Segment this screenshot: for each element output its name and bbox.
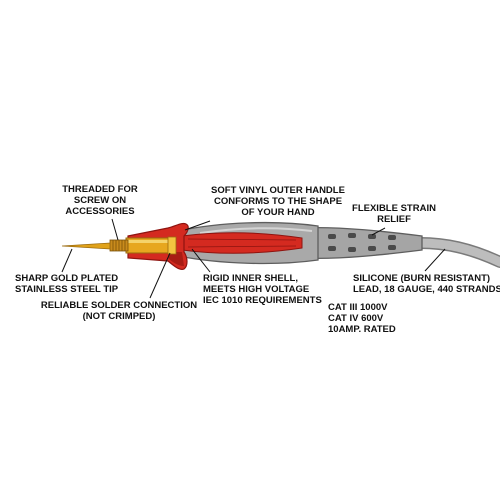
solder-band — [167, 236, 177, 255]
label-line: SILICONE (BURN RESISTANT) — [353, 273, 490, 284]
label-line: SOFT VINYL OUTER HANDLE — [211, 185, 345, 196]
label-silicone: SILICONE (BURN RESISTANT)LEAD, 18 GAUGE,… — [353, 273, 500, 295]
label-line: RIGID INNER SHELL, — [203, 273, 298, 284]
label-line: CAT IV 600V — [328, 313, 384, 324]
leader-rigid-shell — [191, 248, 211, 273]
label-line: RELIEF — [377, 214, 411, 225]
label-line: LEAD, 18 GAUGE, 440 STRANDS — [353, 284, 500, 295]
label-line: STAINLESS STEEL TIP — [15, 284, 119, 295]
label-line: 10AMP. RATED — [328, 324, 396, 335]
handle-highlight — [199, 227, 313, 234]
label-line: SHARP GOLD PLATED — [15, 273, 118, 284]
label-line: (NOT CRIMPED) — [83, 311, 156, 322]
leader-solder — [149, 252, 171, 299]
inner-shell-line-1 — [187, 238, 297, 241]
label-line: CAT III 1000V — [328, 302, 388, 313]
leader-threaded — [111, 218, 119, 241]
label-line: FLEXIBLE STRAIN — [352, 203, 436, 214]
label-line: SCREW ON — [74, 195, 126, 206]
label-line: THREADED FOR — [62, 184, 138, 195]
label-line: RELIABLE SOLDER CONNECTION — [41, 300, 197, 311]
leader-flexible — [371, 227, 386, 236]
silicone-cable-fill — [415, 238, 500, 267]
label-line: IEC 1010 REQUIREMENTS — [203, 295, 322, 306]
label-line: ACCESSORIES — [65, 206, 134, 217]
gold-collar-shine — [128, 240, 168, 243]
label-line: OF YOUR HAND — [241, 207, 314, 218]
label-line: CONFORMS TO THE SHAPE — [214, 196, 342, 207]
label-solder: RELIABLE SOLDER CONNECTION(NOT CRIMPED) — [41, 300, 197, 322]
rigid-inner-shell — [181, 232, 303, 254]
gold-tip — [61, 242, 111, 250]
leader-soft-vinyl — [184, 220, 211, 231]
leader-sharp-tip — [61, 248, 73, 273]
thread-lines — [112, 240, 126, 251]
leader-silicone — [424, 248, 446, 272]
inner-shell-line-2 — [187, 245, 297, 248]
finger-guard-shadow — [168, 252, 184, 266]
strain-relief-holes — [328, 233, 396, 252]
label-line: MEETS HIGH VOLTAGE — [203, 284, 309, 295]
